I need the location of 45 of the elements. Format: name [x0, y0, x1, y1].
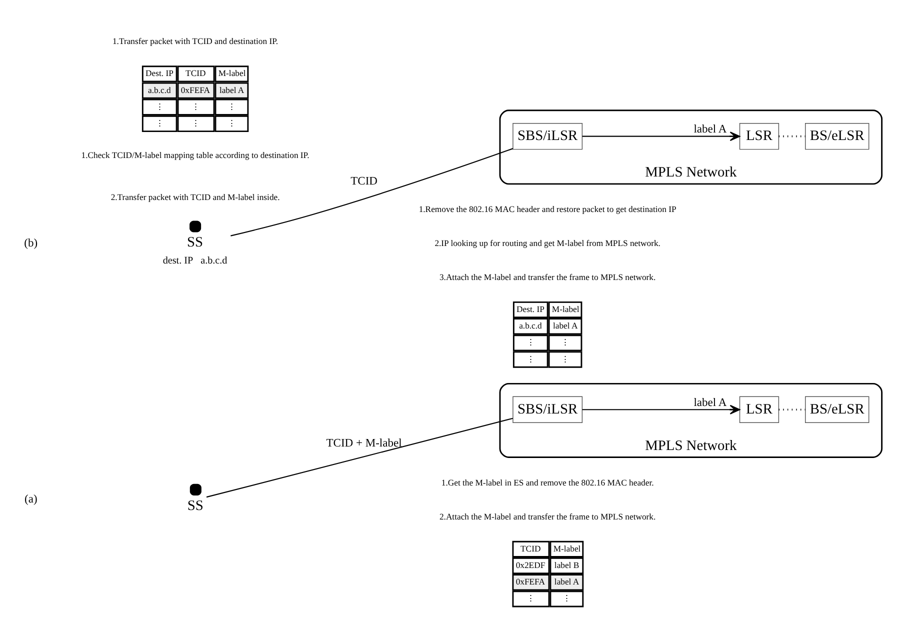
label: ⋮ — [155, 118, 164, 128]
label: a.b.c.d — [148, 84, 171, 95]
label: 1.Remove the 802.16 MAC header and restore packet to get destination IP — [418, 204, 676, 214]
edge-label: label A — [694, 396, 727, 409]
node-label: SS — [187, 498, 204, 514]
label: ⋮ — [560, 337, 570, 348]
label: label A — [552, 320, 578, 331]
label: a.b.c.d — [519, 320, 542, 331]
label: ⋮ — [227, 101, 236, 112]
edge-label: TCID + M-label — [326, 437, 402, 450]
label: ⋮ — [155, 101, 164, 112]
label: ⋮ — [192, 118, 201, 128]
label: ⋮ — [526, 354, 536, 364]
label: 2.Transfer packet with TCID and M-label inside. — [110, 192, 280, 202]
label: Dest. IP — [516, 304, 544, 314]
label: label A — [554, 576, 580, 587]
label: 0x2EDF — [516, 560, 546, 570]
label: 0xFEFA — [516, 576, 545, 587]
edge-label: TCID — [350, 176, 378, 188]
label: TCID — [186, 68, 206, 78]
label: 2.Attach the M-label and transfer the frame to MPLS network. — [439, 511, 656, 522]
label: 0xFEFA — [180, 84, 210, 95]
edge-label: label A — [694, 124, 727, 136]
label: M-label — [553, 543, 581, 554]
label: TCID — [520, 543, 541, 554]
label: label A — [219, 84, 244, 95]
label: ⋮ — [526, 337, 536, 348]
node-label: SS — [187, 234, 204, 251]
label: M-label — [218, 68, 246, 78]
label: ⋮ — [562, 593, 572, 604]
label: M-label — [552, 304, 580, 314]
label: ⋮ — [560, 354, 570, 364]
label: Dest. IP — [146, 68, 174, 78]
label: 1.Transfer packet with TCID and destination IP. — [112, 36, 278, 46]
label: 1.Check TCID/M-label mapping table according to destination IP. — [81, 150, 310, 160]
label: ⋮ — [227, 118, 236, 128]
label: (b) — [24, 238, 38, 250]
label: (a) — [24, 494, 38, 506]
label: 3.Attach the M-label and transfer the frame to MPLS network. — [439, 272, 656, 282]
node-label: dest. IP a.b.c.d — [162, 255, 228, 266]
label: label B — [554, 560, 580, 570]
label: ⋮ — [192, 101, 201, 112]
label: 1.Get the M-label in ES and remove the 802.16 MAC header. — [441, 477, 654, 488]
label: 2.IP looking up for routing and get M-label from MPLS network. — [434, 238, 660, 248]
label: ⋮ — [526, 593, 536, 604]
